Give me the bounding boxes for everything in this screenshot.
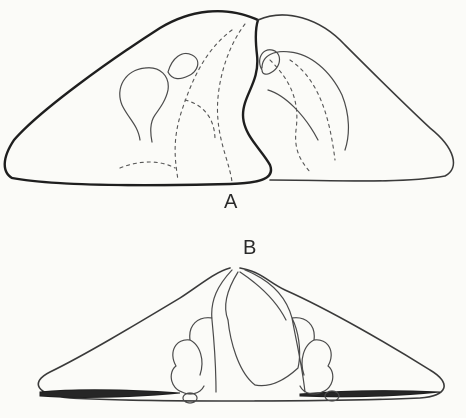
figure-a	[5, 11, 454, 185]
figure-b-base-band	[40, 390, 180, 398]
figure-a-right-organ-inner	[268, 90, 318, 140]
label-a: A	[224, 192, 237, 212]
figure-a-hidden-line-3	[185, 100, 215, 140]
figure-a-hidden-line-1	[175, 30, 232, 180]
figure-a-hidden-line-2	[217, 24, 245, 182]
figure-b-right-organ-inner	[302, 340, 314, 375]
figure-a-right-shell	[258, 15, 453, 181]
figure-b-left-arm-inner	[226, 272, 238, 320]
figure-a-hidden-line-4	[120, 162, 175, 168]
figure-a-left-organ	[120, 68, 168, 142]
figure-b-left-organ	[171, 318, 212, 394]
figure-b-left-organ-inner	[190, 340, 202, 375]
figure-b-right-arm	[245, 270, 305, 392]
figure-a-right-organ	[262, 52, 348, 150]
figure-a-hidden-line-5	[270, 60, 310, 172]
figure-b-central-tube	[228, 318, 300, 386]
figure-a-left-organ-lobe	[168, 54, 198, 79]
figure-b-outer-shell	[38, 268, 444, 401]
figure-b-right-organ	[292, 318, 333, 394]
label-b: B	[243, 238, 256, 258]
figure-b	[38, 268, 444, 403]
figure-a-left-shell	[5, 11, 271, 185]
figure-b-base-band-right	[300, 391, 440, 397]
